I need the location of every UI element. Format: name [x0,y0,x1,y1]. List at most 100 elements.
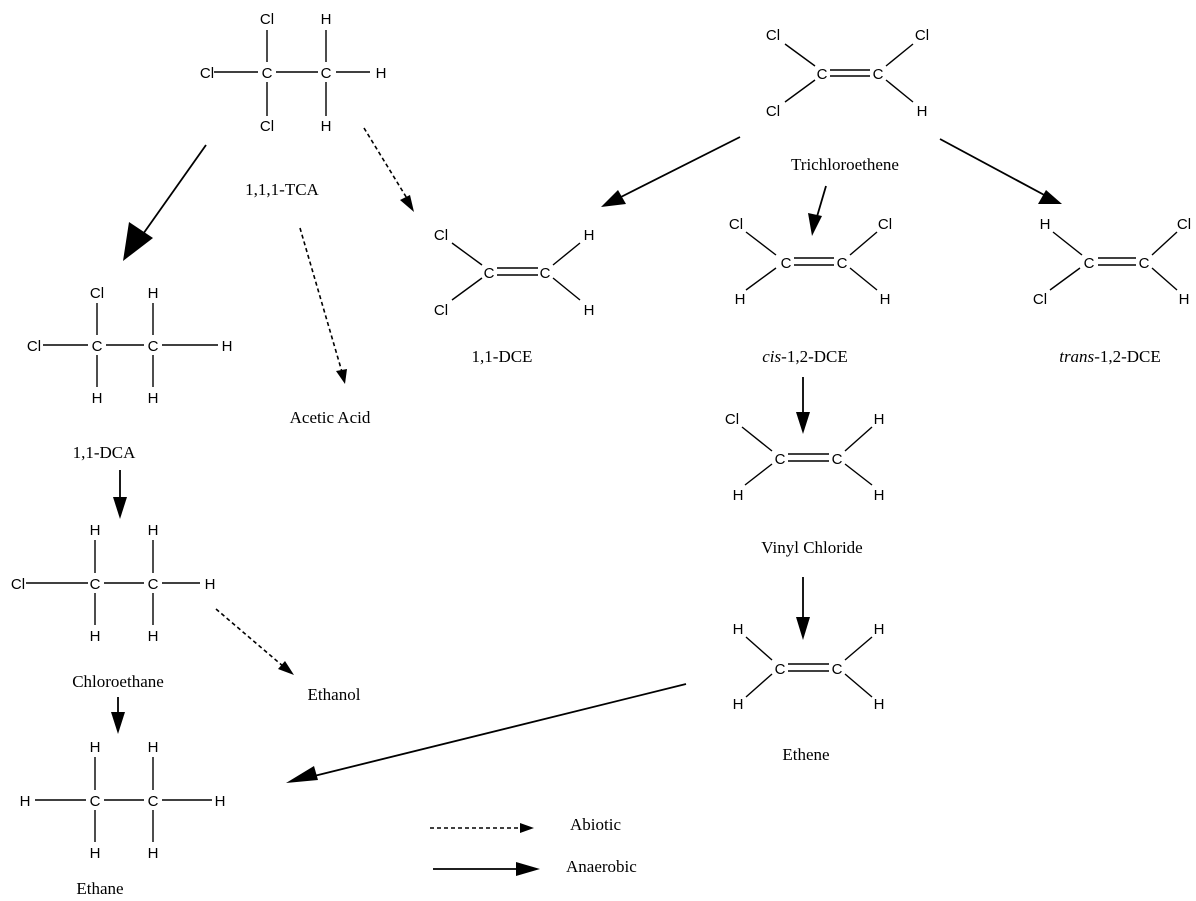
atom: C [775,661,786,678]
atom: H [222,338,233,355]
atom: C [817,66,828,83]
molecule-ethane: H C C H H H H H Ethane [20,739,226,898]
legend-anaerobic-label: Anaerobic [566,857,637,876]
atom: C [540,265,551,282]
atom: C [781,255,792,272]
atom: H [1179,291,1190,308]
atom: C [832,661,843,678]
atom: Cl [1033,291,1047,308]
atom: Cl [200,65,214,82]
atom: C [148,793,159,810]
atom: H [148,628,159,645]
atom: H [874,487,885,504]
atom: H [90,522,101,539]
molecule-label: cis-1,2-DCE [762,347,847,366]
atom: Cl [434,302,448,319]
atom: H [148,739,159,756]
molecule-cis-dce: Cl Cl C C H H cis-1,2-DCE [729,216,892,366]
molecule-label: trans-1,2-DCE [1059,347,1161,366]
atom: H [733,621,744,638]
atom: Cl [915,27,929,44]
atom: Cl [1177,216,1191,233]
molecule-dca: Cl Cl C C H H H H 1,1-DCA [27,285,233,462]
atom: C [1139,255,1150,272]
atom: H [148,390,159,407]
label-italic-part: cis [762,347,781,366]
molecule-tce: Cl Cl Cl C C H Trichloroethene [766,27,929,174]
atom: H [735,291,746,308]
molecule-vinyl-chloride: Cl H C C H H Vinyl Chloride [725,411,885,557]
molecule-dce11: Cl Cl C C H H 1,1-DCE [434,227,595,366]
atom: H [90,845,101,862]
molecule-chloroethane: Cl C C H H H H H Chloroethane [11,522,216,691]
atom: C [775,451,786,468]
atom: C [484,265,495,282]
arrow-cis-dce-to-vinyl [796,377,810,434]
legend-abiotic-label: Abiotic [570,815,621,834]
legend: Abiotic Anaerobic [430,815,637,876]
atom: C [832,451,843,468]
molecule-label: Trichloroethene [791,155,899,174]
atom: C [90,576,101,593]
arrow-tce-to-cis-dce [808,185,827,236]
arrow-ethene-to-ethane [286,683,687,783]
molecule-label: Ethane [76,879,123,898]
label-italic-part: trans [1059,347,1094,366]
atom: H [584,302,595,319]
atom: H [874,696,885,713]
arrow-tce-to-trans-dce [939,138,1062,204]
atom: Cl [11,576,25,593]
product-ethanol: Ethanol [308,685,361,704]
molecule-tca: Cl Cl Cl C C H H H 1,1,1-TCA [200,11,387,199]
atom: H [148,285,159,302]
atom: Cl [27,338,41,355]
atom: H [874,411,885,428]
arrow-chloroethane-to-ethanol [215,608,294,675]
molecule-label: 1,1-DCE [472,347,533,366]
atom: Cl [729,216,743,233]
atom: H [917,103,928,120]
molecule-ethene: H H C C H H Ethene [733,621,885,764]
atom: C [1084,255,1095,272]
arrow-tca-to-dca [123,144,207,261]
arrow-tca-to-acetic-acid [299,227,347,384]
arrow-tce-to-dce11 [601,136,741,207]
atom: Cl [766,27,780,44]
atom: H [874,621,885,638]
atom: C [262,65,273,82]
legend-abiotic: Abiotic [430,815,621,834]
atom: H [205,576,216,593]
product-acetic-acid: Acetic Acid [290,408,371,427]
legend-anaerobic: Anaerobic [433,857,637,876]
atom: H [584,227,595,244]
atom: H [321,118,332,135]
arrow-vinyl-to-ethene [796,577,810,640]
atom: Cl [766,103,780,120]
molecule-label: 1,1,1-TCA [245,180,319,199]
molecule-trans-dce: H Cl C C Cl H trans-1,2-DCE [1033,216,1191,366]
atom: Cl [725,411,739,428]
atom: C [90,793,101,810]
atom: Cl [260,11,274,28]
atom: H [90,739,101,756]
label-rest-part: -1,2-DCE [781,347,848,366]
atom: C [873,66,884,83]
atom: H [376,65,387,82]
molecule-label: 1,1-DCA [73,443,137,462]
arrow-tca-to-dce11 [363,127,414,212]
atom: H [148,845,159,862]
atom: H [148,522,159,539]
atom: H [321,11,332,28]
atom: H [215,793,226,810]
atom: H [733,696,744,713]
molecule-label: Vinyl Chloride [761,538,862,557]
atom: H [90,628,101,645]
molecule-label: Chloroethane [72,672,164,691]
atom: H [1040,216,1051,233]
atom: H [880,291,891,308]
atom: C [837,255,848,272]
atom: Cl [90,285,104,302]
atom: H [20,793,31,810]
atom: C [92,338,103,355]
